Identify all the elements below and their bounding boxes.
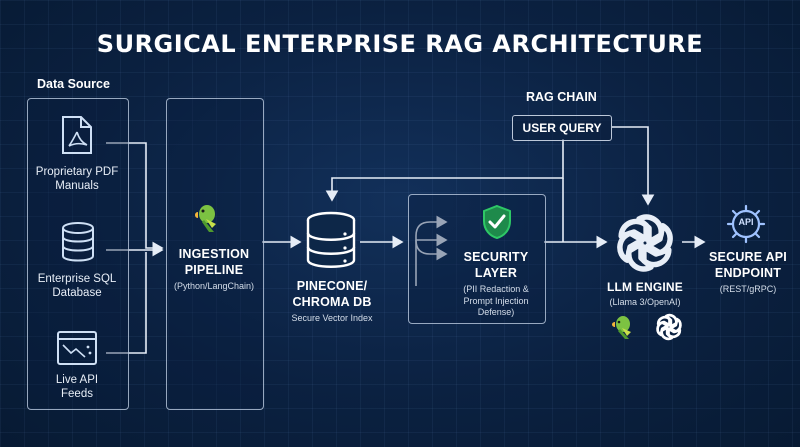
vector-db-title-1: PINECONE/ (296, 279, 368, 293)
security-sub-2: Prompt Injection (463, 295, 529, 306)
llm-title: LLM ENGINE (607, 280, 683, 294)
ingestion-title-2: PIPELINE (184, 262, 244, 277)
endpoint-title-1: SECURE API (709, 250, 787, 264)
parrot-icon (612, 316, 631, 339)
rag-chain-heading: RAG CHAIN (526, 90, 597, 104)
api-badge-text: API (738, 217, 754, 227)
vector-db-subtitle: Secure Vector Index (291, 313, 373, 324)
security-panel (408, 194, 546, 324)
security-sub-3: Defense) (477, 306, 515, 317)
ingestion-subtitle: (Python/LangChain) (173, 281, 255, 292)
data-source-heading: Data Source (37, 77, 110, 91)
api-feed-window-icon (57, 331, 97, 365)
openai-logo-icon (617, 214, 673, 272)
security-title-1: SECURITY (463, 250, 529, 264)
openai-logo-icon (656, 313, 682, 341)
pdf-document-icon (62, 116, 92, 154)
api-feeds-label-1: Live API (55, 374, 99, 386)
shield-check-icon (483, 204, 511, 240)
pdf-manuals-label-2: Manuals (55, 180, 99, 193)
database-icon (62, 222, 94, 262)
ingestion-title-1: INGESTION (178, 247, 250, 261)
user-query-box: USER QUERY (512, 115, 612, 141)
data-source-panel (27, 98, 129, 410)
page-title: SURGICAL ENTERPRISE RAG ARCHITECTURE (96, 30, 704, 58)
endpoint-title-2: ENDPOINT (714, 265, 782, 280)
api-feeds-label-2: Feeds (61, 388, 93, 401)
security-sub-1: (PII Redaction & (463, 284, 529, 295)
vector-db-title-2: CHROMA DB (292, 294, 372, 309)
security-title-2: LAYER (474, 265, 518, 280)
sql-database-label-2: Database (52, 287, 102, 300)
llm-subtitle: (Llama 3/OpenAI) (609, 297, 681, 307)
parrot-icon (195, 205, 216, 232)
ingestion-panel (166, 98, 264, 410)
endpoint-subtitle: (REST/gRPC) (719, 284, 777, 295)
pdf-manuals-label-1: Proprietary PDF (35, 166, 119, 178)
vector-db-icon (306, 211, 356, 268)
sql-database-label-1: Enterprise SQL (37, 273, 117, 285)
api-gear-icon (726, 204, 766, 244)
